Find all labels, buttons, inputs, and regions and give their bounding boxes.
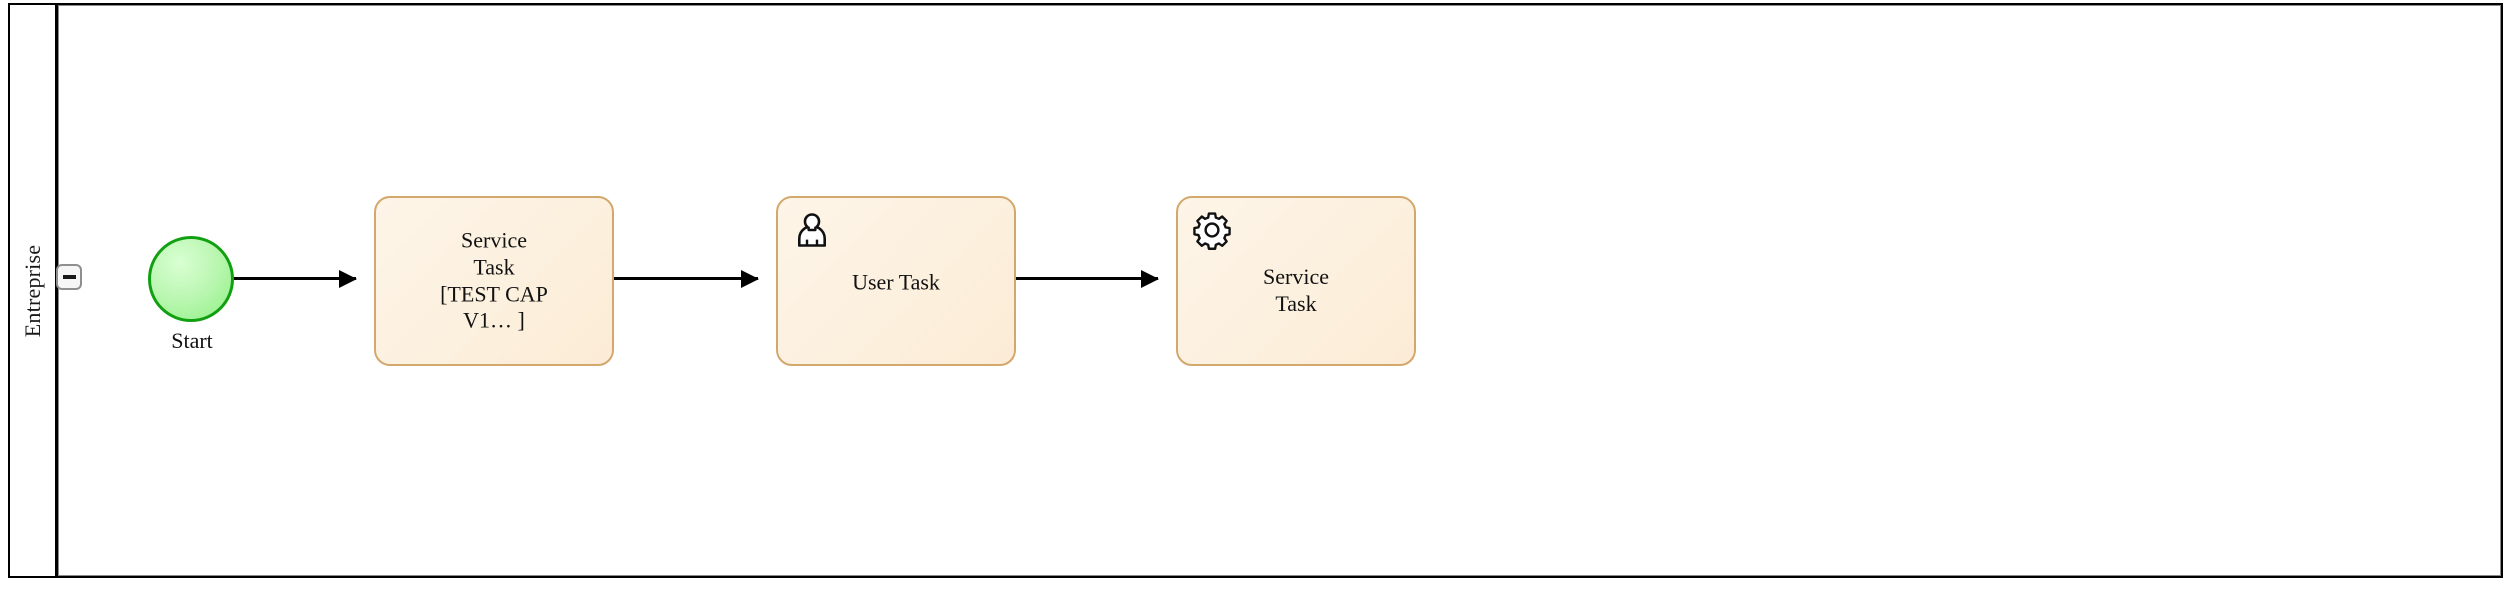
user-icon [792, 210, 832, 250]
collapse-lane-button[interactable] [56, 264, 82, 290]
task-label: User Task [852, 269, 940, 295]
sequence-flow-service-1-to-user[interactable] [614, 277, 758, 280]
pool-entreprise: Entreprise [8, 3, 2503, 578]
sequence-flow-start-to-service-1[interactable] [234, 277, 356, 280]
start-event-label: Start [171, 328, 213, 353]
task-service-test-cap[interactable]: Service Task [TEST CAP V1… ] [374, 196, 614, 366]
task-service[interactable]: Service Task [1176, 196, 1416, 366]
minus-icon [62, 275, 76, 279]
gear-icon [1192, 210, 1232, 250]
task-label: Service Task [TEST CAP V1… ] [440, 227, 548, 333]
task-user[interactable]: User Task [776, 196, 1016, 366]
lane-header[interactable]: Entreprise [10, 5, 58, 576]
sequence-flow-user-to-service-2[interactable] [1016, 277, 1158, 280]
lane-title-label: Entreprise [19, 244, 45, 337]
task-label: Service Task [1263, 263, 1329, 316]
start-event[interactable] [148, 236, 234, 322]
